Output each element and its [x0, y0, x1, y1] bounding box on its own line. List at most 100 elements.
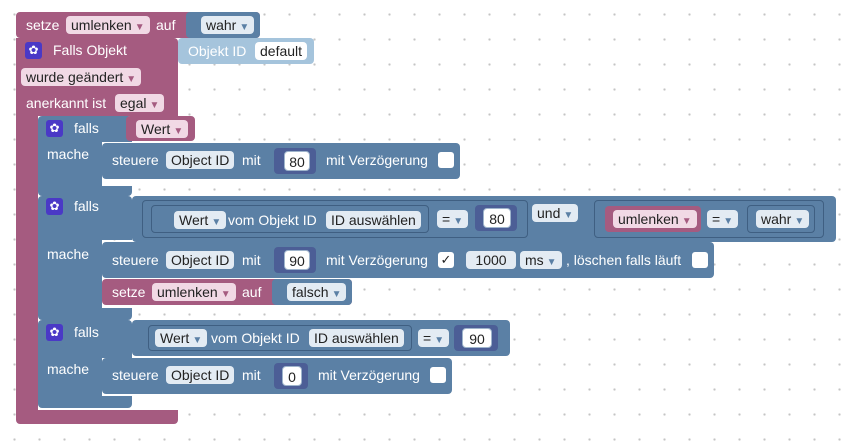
number-block[interactable]: 0: [274, 363, 308, 389]
dropdown-arrow-icon: ▼: [331, 289, 342, 300]
select-id-button[interactable]: ID auswählen: [326, 211, 421, 229]
set-keyword: setze: [26, 17, 60, 33]
select-id-button[interactable]: ID auswählen: [309, 329, 404, 347]
number-input[interactable]: 80: [483, 208, 511, 228]
dropdown-arrow-icon: ▼: [134, 22, 145, 33]
control-keyword: steuere: [112, 152, 159, 168]
value-type: Wert: [179, 212, 209, 228]
operator-dropdown[interactable]: =▼: [707, 210, 739, 228]
boolean-dropdown[interactable]: wahr▼: [201, 16, 255, 34]
variable-dropdown[interactable]: umlenken▼: [613, 210, 697, 228]
clear-running-label: , löschen falls läuft: [566, 252, 682, 268]
logic-value-block[interactable]: wahr▼: [747, 205, 815, 233]
value-type-dropdown[interactable]: Wert▼: [155, 329, 208, 347]
number-input[interactable]: 80: [284, 151, 310, 171]
if2-gear-icon[interactable]: ✿: [46, 198, 63, 215]
delay-input[interactable]: 1000: [466, 251, 516, 269]
delay-checkbox[interactable]: ✓: [438, 252, 454, 268]
dropdown-arrow-icon: ▼: [149, 100, 160, 111]
boolean-value: wahr: [206, 17, 237, 33]
if3-mache-label: mache: [47, 361, 90, 377]
if-block-2-spine: [38, 240, 102, 308]
dropdown-arrow-icon: ▼: [563, 210, 574, 221]
number-block[interactable]: 90: [454, 325, 498, 351]
operator-value: =: [423, 330, 432, 346]
boolean-dropdown[interactable]: wahr▼: [756, 210, 810, 228]
value-type-dropdown[interactable]: Wert▼: [174, 211, 227, 229]
variable-name: umlenken: [71, 17, 132, 33]
if3-control-block[interactable]: steuere Object ID mit 0 mit Verzögerung: [102, 358, 452, 394]
unit-value: ms: [525, 252, 544, 268]
variable-dropdown[interactable]: umlenken▼: [66, 16, 150, 34]
mit-label: mit: [242, 367, 261, 383]
number-input[interactable]: 0: [282, 366, 302, 386]
ack-dropdown[interactable]: egal▼: [115, 94, 165, 112]
object-id-block[interactable]: Objekt ID default: [178, 38, 314, 64]
clear-running-checkbox[interactable]: [692, 252, 708, 268]
operator-dropdown[interactable]: =▼: [418, 329, 450, 347]
object-id-field[interactable]: Object ID: [166, 366, 235, 384]
dropdown-arrow-icon: ▼: [434, 335, 445, 346]
dropdown-arrow-icon: ▼: [126, 74, 137, 85]
number-input[interactable]: 90: [284, 250, 310, 270]
mit-label: mit: [242, 152, 261, 168]
number-block[interactable]: 80: [475, 205, 517, 231]
number-block[interactable]: 80: [274, 148, 316, 174]
logic-value-block[interactable]: falsch▼: [272, 279, 352, 305]
und-dropdown[interactable]: und▼: [532, 204, 579, 222]
number-block[interactable]: 90: [274, 247, 316, 273]
unit-dropdown[interactable]: ms▼: [520, 251, 562, 269]
change-type-dropdown[interactable]: wurde geändert▼: [21, 68, 142, 86]
delay-checkbox[interactable]: [438, 152, 454, 168]
logic-value-block[interactable]: wahr▼: [186, 12, 260, 38]
dropdown-arrow-icon: ▼: [173, 126, 184, 137]
number-input[interactable]: 90: [462, 328, 492, 348]
object-id-label: Objekt ID: [188, 43, 247, 59]
if2-control-block[interactable]: steuere Object ID mit 90 mit Verzögerung…: [102, 242, 714, 278]
ack-value: egal: [120, 95, 147, 111]
delay-label: mit Verzögerung: [318, 367, 420, 383]
compare-block-if3[interactable]: Wert▼ vom Objekt ID ID auswählen =▼ 90: [132, 320, 510, 356]
variable-name: umlenken: [618, 211, 679, 227]
mit-label: mit: [242, 252, 261, 268]
if-block-3-spine: [38, 358, 102, 396]
if-block-1-spine: [38, 142, 102, 186]
from-object-label: vom Objekt ID: [211, 330, 300, 346]
object-id-field[interactable]: Object ID: [166, 151, 235, 169]
boolean-value: wahr: [761, 211, 792, 227]
operator-dropdown[interactable]: =▼: [437, 210, 469, 228]
set-variable-block-falsch[interactable]: setze umlenken▼ auf falsch▼: [102, 279, 352, 305]
if1-condition-block[interactable]: Wert▼: [126, 116, 195, 141]
set-variable-block-top[interactable]: setze umlenken▼ auf wahr▼: [16, 12, 260, 38]
compare-block-right[interactable]: umlenken▼ =▼ wahr▼: [594, 200, 824, 238]
compare-block-left[interactable]: Wert▼ vom Objekt ID ID auswählen =▼ 80: [142, 200, 528, 238]
delay-label: mit Verzögerung: [326, 152, 428, 168]
to-keyword: auf: [242, 284, 262, 300]
object-id-input[interactable]: default: [255, 42, 308, 60]
object-value-block[interactable]: Wert▼ vom Objekt ID ID auswählen: [148, 325, 412, 351]
set-keyword: setze: [112, 284, 146, 300]
dropdown-arrow-icon: ▼: [794, 216, 805, 227]
control-keyword: steuere: [112, 252, 159, 268]
variable-dropdown[interactable]: umlenken▼: [152, 283, 236, 301]
if1-gear-icon[interactable]: ✿: [46, 120, 63, 137]
object-id-field[interactable]: Object ID: [166, 251, 235, 269]
if1-condition-dropdown[interactable]: Wert▼: [136, 120, 189, 138]
if1-mache-label: mache: [47, 146, 90, 162]
variable-block[interactable]: umlenken▼: [605, 206, 701, 232]
if3-gear-icon[interactable]: ✿: [46, 324, 63, 341]
dropdown-arrow-icon: ▼: [681, 216, 692, 227]
from-object-label: vom Objekt ID: [228, 212, 317, 228]
if1-control-block[interactable]: steuere Object ID mit 80 mit Verzögerung: [102, 143, 460, 179]
operator-value: =: [442, 211, 451, 227]
boolean-dropdown[interactable]: falsch▼: [287, 283, 347, 301]
if2-mache-label: mache: [47, 246, 90, 262]
object-value-block[interactable]: Wert▼ vom Objekt ID ID auswählen: [151, 205, 429, 233]
variable-name: umlenken: [157, 284, 218, 300]
to-keyword: auf: [156, 17, 176, 33]
operator-value: =: [712, 211, 721, 227]
ack-label: anerkannt ist: [26, 95, 107, 111]
trigger-gear-icon[interactable]: ✿: [25, 42, 42, 59]
delay-checkbox[interactable]: [430, 367, 446, 383]
delay-label: mit Verzögerung: [326, 252, 428, 268]
